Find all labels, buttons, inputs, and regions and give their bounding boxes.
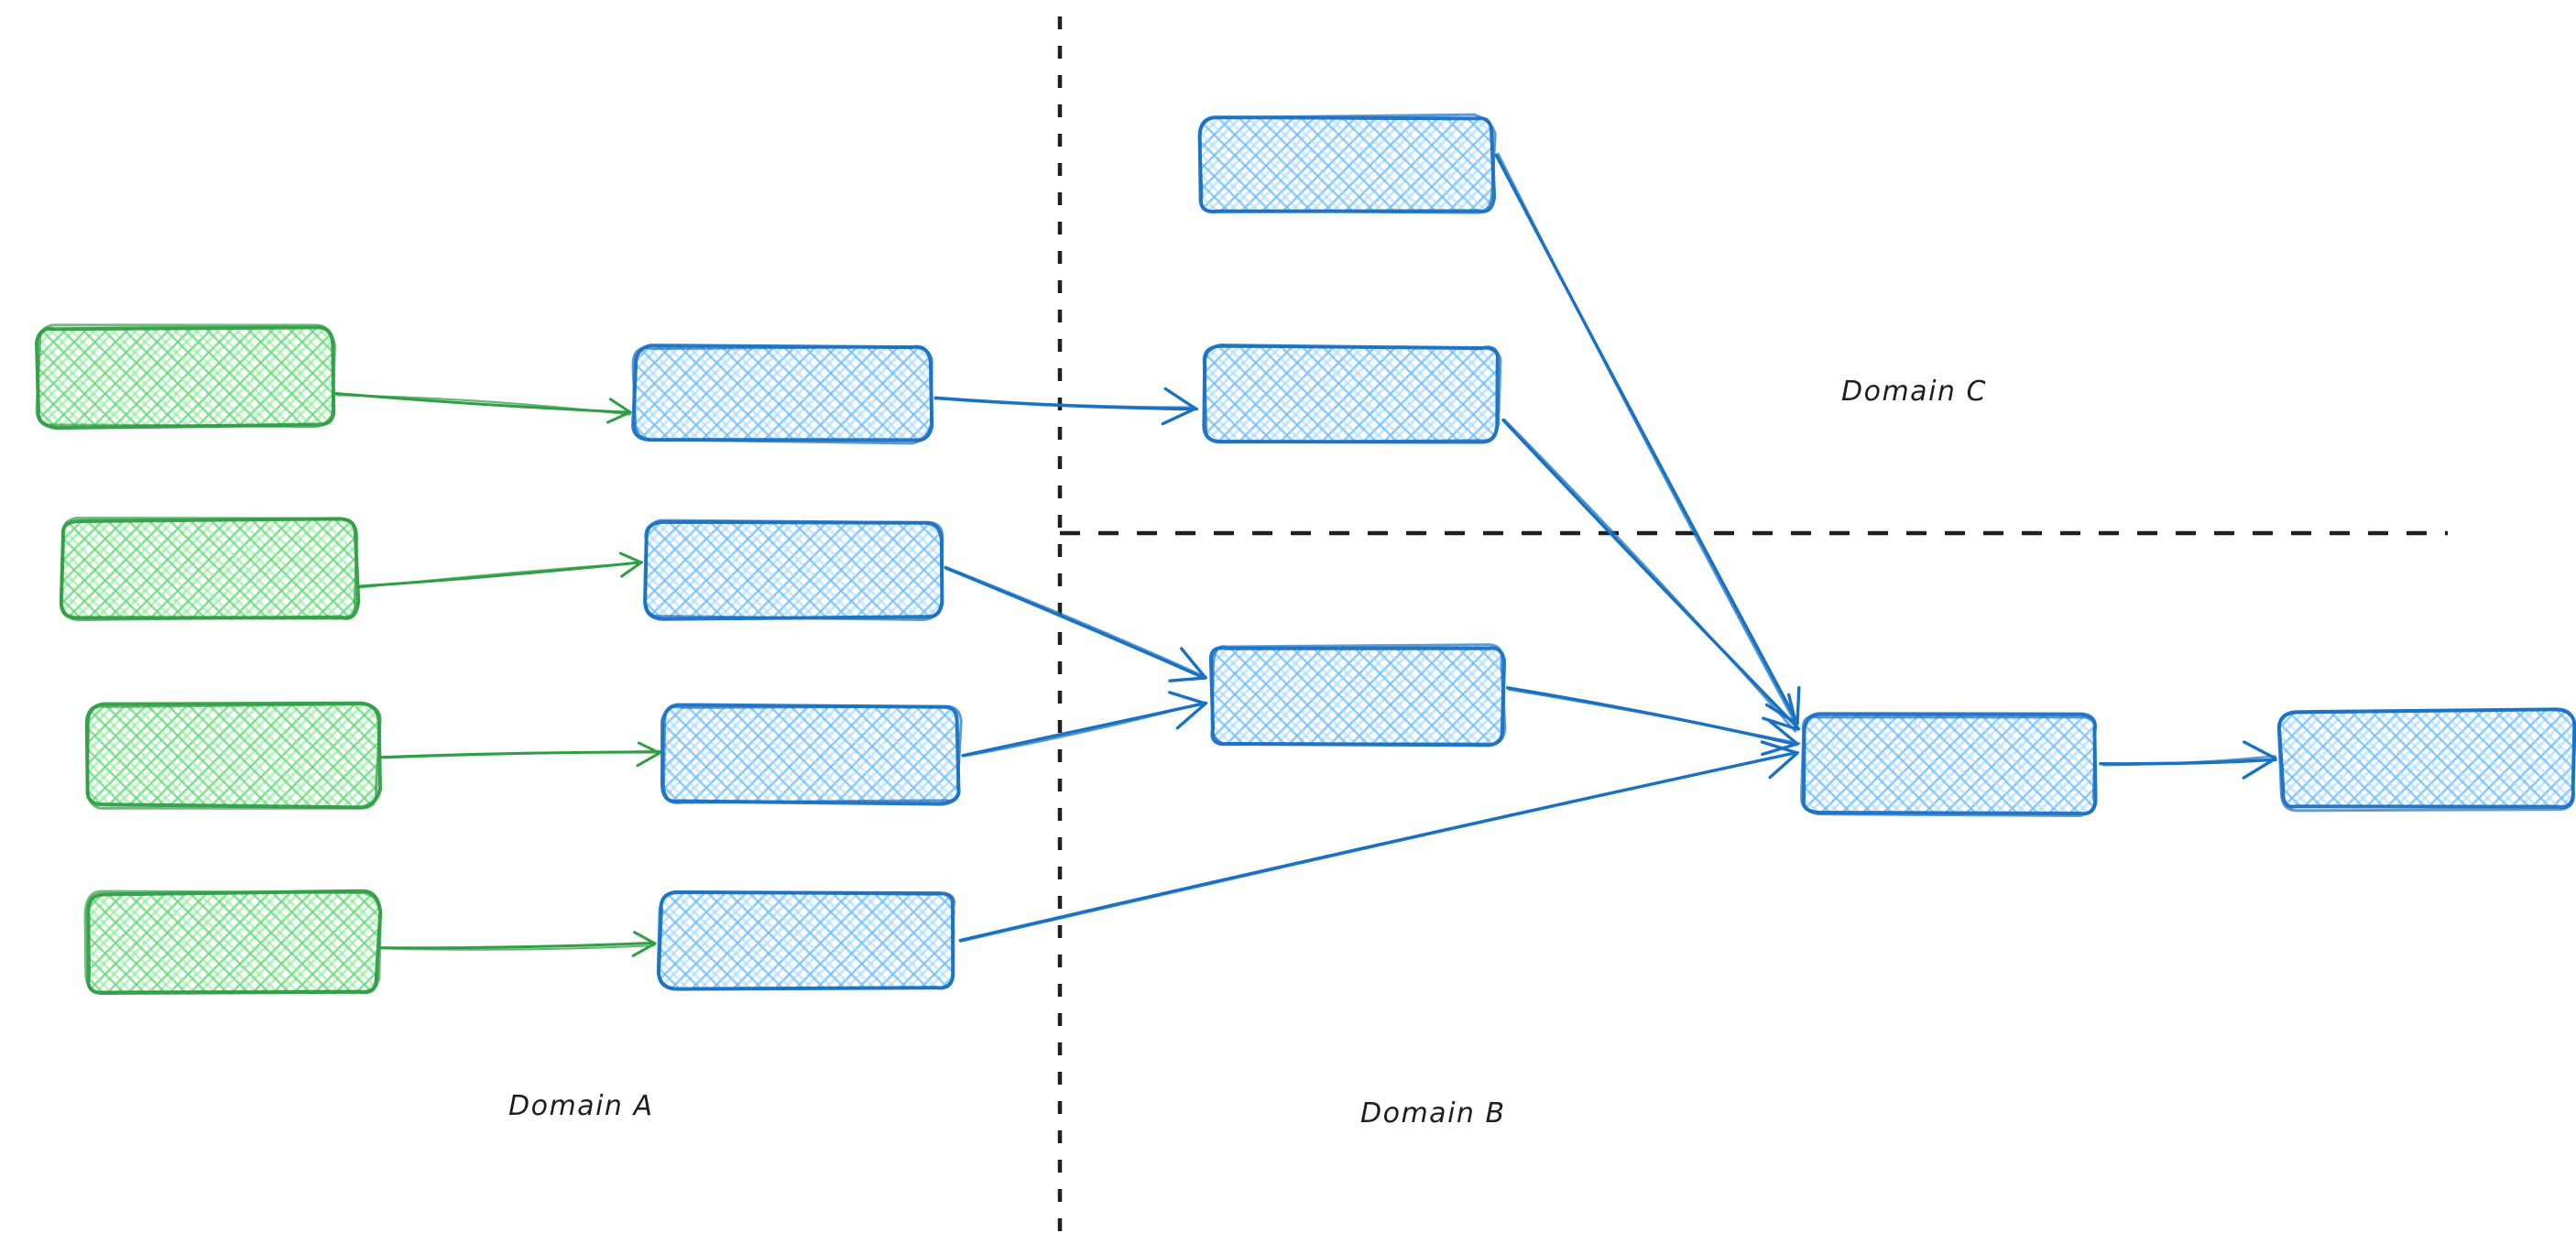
edges-layer: [334, 152, 2277, 957]
edge-b2-c3[interactable]: [944, 565, 1208, 682]
nodes-layer: [34, 113, 2576, 995]
edge-a1-b1[interactable]: [334, 391, 632, 424]
edge-b3-c3[interactable]: [961, 691, 1208, 758]
blue-node-d2[interactable]: [2276, 707, 2576, 813]
domain-c-label: Domain C: [1841, 376, 1987, 408]
green-node-a2[interactable]: [59, 516, 361, 622]
edge-b4-d1[interactable]: [958, 740, 1800, 943]
edge-c2-d1[interactable]: [1501, 418, 1801, 733]
blue-node-c1[interactable]: [1197, 113, 1497, 214]
edge-a2-b2[interactable]: [356, 551, 644, 589]
domain-b-label: Domain B: [1360, 1097, 1506, 1130]
blue-node-c3[interactable]: [1208, 643, 1507, 748]
blue-node-b4[interactable]: [656, 889, 956, 991]
edge-a4-b4[interactable]: [377, 931, 657, 957]
edge-c3-d1[interactable]: [1505, 686, 1801, 757]
green-node-a4[interactable]: [83, 889, 383, 995]
edge-b1-c2[interactable]: [933, 387, 1199, 426]
edge-c1-d1[interactable]: [1494, 152, 1801, 727]
blue-node-b1[interactable]: [631, 344, 934, 445]
blue-node-c2[interactable]: [1202, 344, 1502, 444]
blue-node-d1[interactable]: [1799, 712, 2098, 817]
edge-a3-b3[interactable]: [377, 741, 662, 768]
green-node-a1[interactable]: [34, 323, 336, 431]
domain-a-label: Domain A: [508, 1090, 654, 1122]
dividers-layer: [1057, 16, 2448, 1239]
blue-node-b2[interactable]: [643, 518, 944, 621]
blue-node-b3[interactable]: [660, 703, 963, 806]
edge-d1-d2[interactable]: [2099, 740, 2277, 780]
green-node-a3[interactable]: [84, 701, 383, 810]
